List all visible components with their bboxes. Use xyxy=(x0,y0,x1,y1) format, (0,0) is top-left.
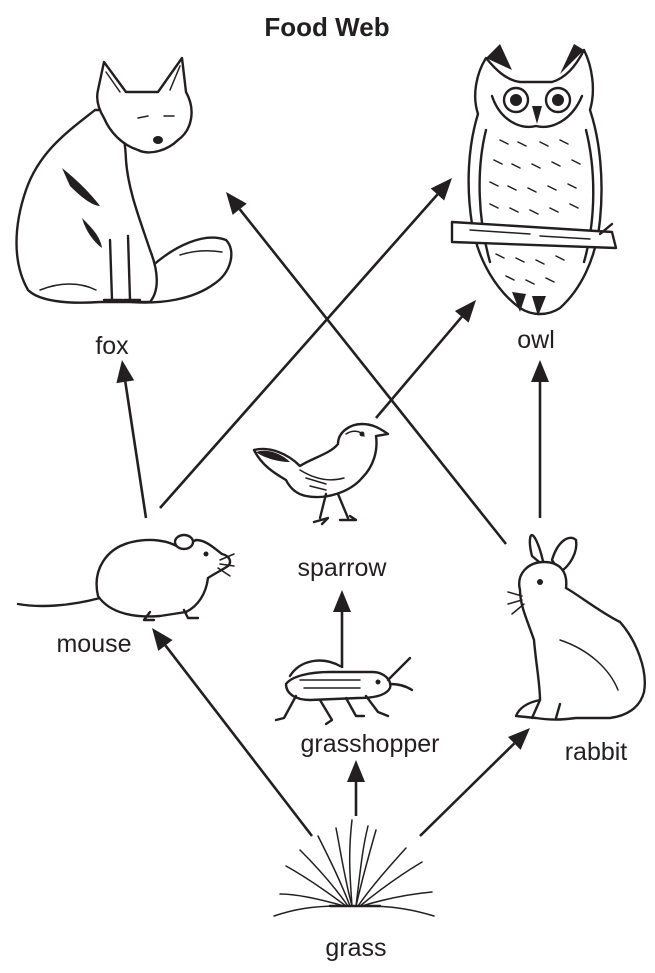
arrow-head xyxy=(347,760,365,782)
arrow-head xyxy=(531,360,549,382)
arrow-head xyxy=(116,360,134,383)
label-rabbit: rabbit xyxy=(565,738,628,766)
label-fox: fox xyxy=(95,332,129,360)
arrow-grass-grasshopper xyxy=(347,760,365,816)
label-mouse: mouse xyxy=(56,630,131,658)
owl-illustration xyxy=(452,44,616,316)
grass-illustration xyxy=(274,820,434,916)
arrow-head xyxy=(333,590,351,612)
mouse-illustration xyxy=(18,535,234,620)
label-grass: grass xyxy=(325,934,386,962)
arrow-rabbit-owl xyxy=(531,360,549,518)
sparrow-illustration xyxy=(254,424,388,524)
rabbit-illustration xyxy=(508,535,645,719)
arrow-grasshopper-sparrow xyxy=(333,590,351,668)
arrow-shaft xyxy=(376,317,462,418)
diagram-title: Food Web xyxy=(264,12,389,42)
arrow-shaft xyxy=(125,382,146,518)
arrow-mouse-fox xyxy=(116,360,146,518)
arrow-head xyxy=(152,628,173,651)
label-grasshopper: grasshopper xyxy=(301,730,440,758)
arrow-shaft xyxy=(240,209,506,544)
fox-illustration xyxy=(17,58,232,303)
arrow-mouse-owl xyxy=(160,178,452,508)
arrow-grass-mouse xyxy=(152,628,312,836)
arrow-head xyxy=(226,192,247,215)
label-owl: owl xyxy=(517,326,555,354)
label-sparrow: sparrow xyxy=(298,554,388,582)
grasshopper-illustration xyxy=(276,658,412,724)
arrow-rabbit-fox xyxy=(226,192,506,544)
